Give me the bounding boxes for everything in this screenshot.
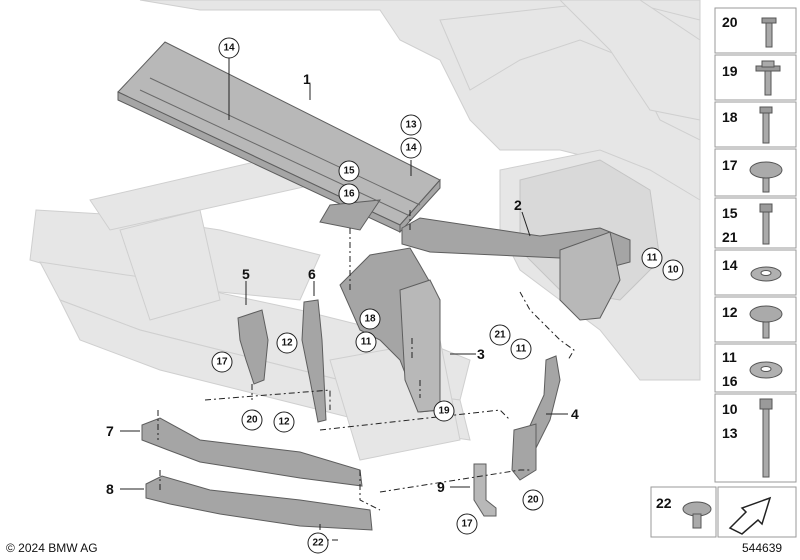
legend-21: 21	[722, 229, 738, 245]
pan-head-screw-icon	[749, 161, 783, 193]
part-2-bracket-arm	[401, 217, 631, 321]
callout-11-center: 11	[361, 337, 372, 348]
callout-2: 2	[514, 197, 522, 213]
legend-14: 14	[722, 257, 738, 273]
expanding-rivet-icon	[682, 501, 712, 529]
callout-15: 15	[343, 166, 355, 177]
legend-18: 18	[722, 109, 738, 125]
legend-15: 15	[722, 205, 738, 221]
callout-12-upper: 12	[281, 338, 293, 349]
part-7-brace	[141, 417, 363, 487]
legend-19: 19	[722, 63, 738, 79]
callout-16: 16	[343, 189, 355, 200]
callout-20-right: 20	[527, 495, 539, 506]
long-socket-bolt-icon	[759, 398, 773, 478]
bolt-icon	[759, 106, 773, 144]
callout-12-lower: 12	[278, 417, 290, 428]
flange-screw-icon	[755, 60, 781, 96]
callout-4: 4	[571, 406, 579, 422]
legend-13: 13	[722, 425, 738, 441]
copyright-text: © 2024 BMW AG	[6, 541, 98, 555]
callout-14-top: 14	[223, 43, 235, 54]
callout-1: 1	[303, 71, 311, 87]
callout-9: 9	[437, 479, 445, 495]
torx-flange-screw-icon	[749, 305, 783, 339]
legend-11: 11	[722, 349, 737, 365]
socket-screw-icon	[759, 203, 773, 245]
part-6-strut	[301, 299, 327, 423]
legend-10: 10	[722, 401, 738, 417]
callout-3: 3	[477, 346, 485, 362]
legend-20: 20	[722, 14, 738, 30]
callout-14: 14	[405, 143, 417, 154]
callout-labels: 1 2 3 4 5 6 7 8 9	[106, 71, 579, 497]
flat-washer-icon	[749, 361, 783, 379]
part-4-strut	[511, 355, 561, 481]
callout-20-left: 20	[246, 415, 258, 426]
callout-5: 5	[242, 266, 250, 282]
callout-17-bottom: 17	[461, 519, 473, 530]
part-1-top-panel	[117, 41, 441, 234]
diagram-reference-number: 544639	[742, 541, 783, 555]
circled-callouts: 14 13 14 15 16 11 10 18 11 21 11 12 17 2…	[211, 37, 684, 554]
legend-22: 22	[656, 495, 672, 511]
callout-21: 21	[494, 330, 506, 341]
callout-18: 18	[364, 314, 376, 325]
callout-19: 19	[438, 406, 450, 417]
part-9-clip	[473, 463, 497, 517]
arrow-icon	[728, 496, 772, 535]
callout-6: 6	[308, 266, 316, 282]
torx-screw-icon	[761, 17, 777, 48]
legend-17: 17	[722, 157, 738, 173]
part-8-brace	[145, 475, 373, 531]
callout-7: 7	[106, 423, 114, 439]
callout-8: 8	[106, 481, 114, 497]
legend-16: 16	[722, 373, 738, 389]
callout-17-left: 17	[216, 357, 228, 368]
leader-lines	[120, 58, 568, 490]
callout-22: 22	[312, 538, 324, 549]
part-5-bracket	[237, 309, 269, 385]
callout-13: 13	[405, 120, 417, 131]
callout-11-lower: 11	[516, 344, 527, 355]
fastener-legend: 20 19 18 17 15 21 14 12 11 16 10 13 22	[650, 7, 797, 538]
legend-12: 12	[722, 304, 738, 320]
washer-icon	[750, 266, 782, 282]
callout-10: 10	[667, 265, 679, 276]
callout-11-right: 11	[647, 253, 658, 264]
